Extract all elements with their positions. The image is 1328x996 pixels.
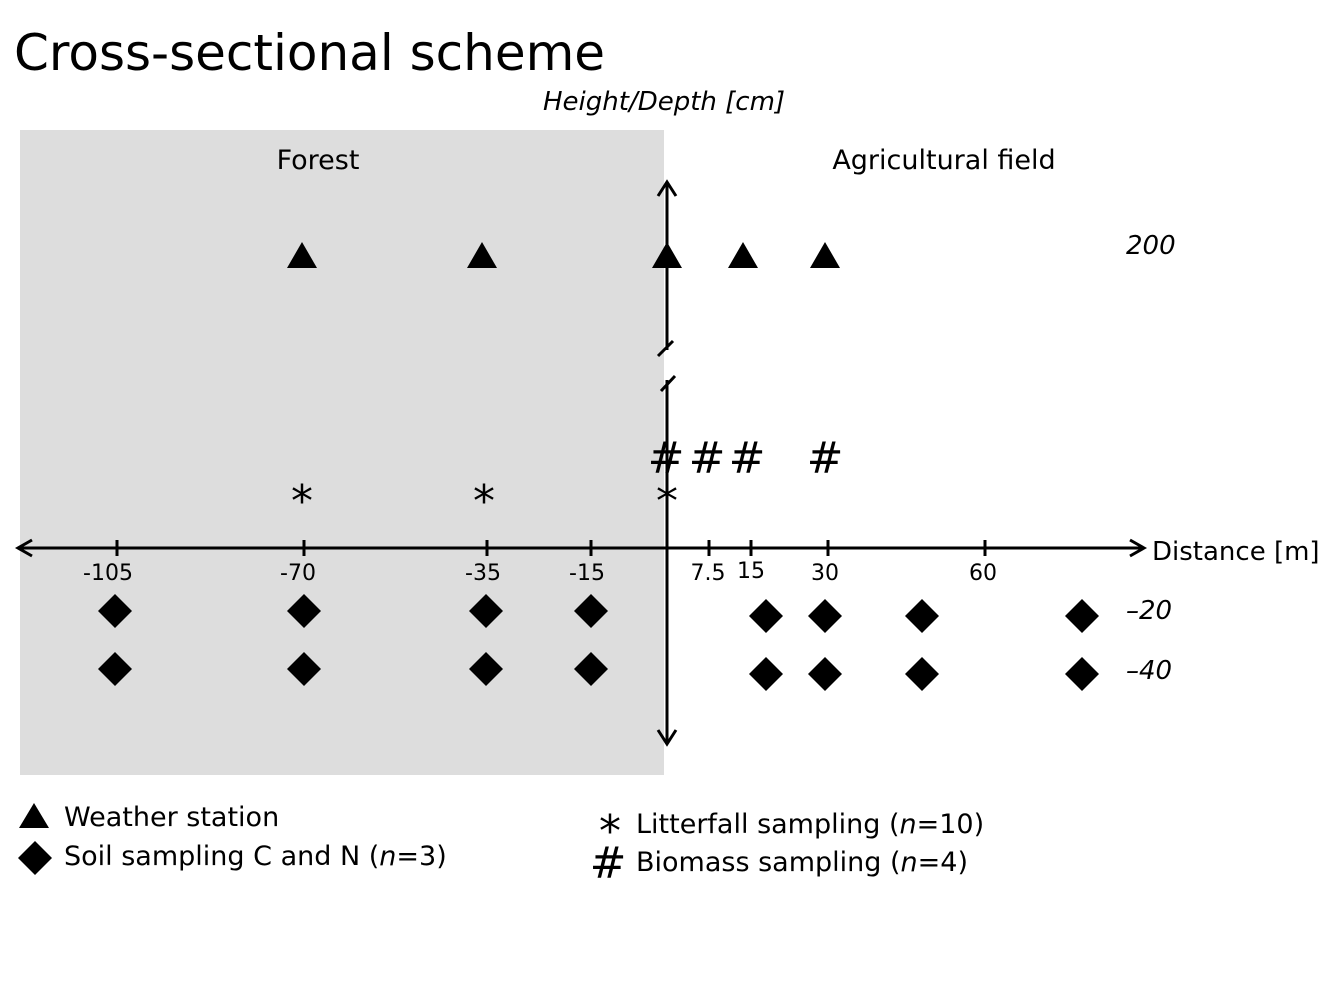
- tick-label: 7.5: [691, 561, 726, 586]
- diamond-icon: [808, 599, 842, 633]
- asterisk-icon: *: [473, 476, 495, 527]
- legend-litterfall-sampling: Litterfall sampling (n=10): [636, 809, 984, 840]
- depth-40-label: –40: [1126, 656, 1172, 686]
- triangle-icon: [728, 242, 758, 268]
- hash-icon: #: [590, 838, 627, 889]
- legend-biomass-sampling: Biomass sampling (n=4): [636, 847, 968, 878]
- asterisk-icon: *: [599, 806, 621, 857]
- diamond-icon: [749, 657, 783, 691]
- triangle-icon: [810, 242, 840, 268]
- tick-label: -35: [465, 561, 501, 586]
- tick-label: 60: [969, 561, 997, 586]
- soil-samples-40cm: [98, 652, 1099, 691]
- biomass-markers: # # # #: [648, 433, 844, 484]
- height-200-label: 200: [1126, 231, 1176, 261]
- tick-label: 15: [737, 559, 765, 584]
- hash-icon: #: [648, 433, 685, 484]
- distance-axis: [14, 538, 1148, 558]
- triangle-icon: [287, 242, 317, 268]
- soil-samples-20cm: [98, 594, 1099, 633]
- agricultural-field-label: Agricultural field: [832, 145, 1055, 176]
- forest-label: Forest: [277, 145, 360, 176]
- vertical-axis-label: Height/Depth [cm]: [543, 87, 785, 117]
- diamond-icon: [1065, 599, 1099, 633]
- hash-icon: #: [689, 433, 726, 484]
- diamond-icon: [808, 657, 842, 691]
- hash-icon: #: [807, 433, 844, 484]
- distance-axis-label: Distance [m]: [1152, 537, 1320, 567]
- tick-label: -70: [280, 561, 316, 586]
- legend-weather-station: Weather station: [64, 802, 279, 833]
- depth-20-label: –20: [1126, 596, 1172, 626]
- legend-soil-sampling: Soil sampling C and N (n=3): [64, 841, 447, 872]
- distance-ticks: [115, 540, 987, 556]
- diamond-icon: [905, 599, 939, 633]
- legend: Weather station Soil sampling C and N (n…: [18, 802, 984, 889]
- diamond-icon: [749, 599, 783, 633]
- hash-icon: #: [729, 433, 766, 484]
- asterisk-icon: *: [291, 476, 313, 527]
- triangle-icon: [467, 242, 497, 268]
- diamond-icon: [287, 594, 321, 628]
- diamond-icon: [1065, 657, 1099, 691]
- diamond-icon: [287, 652, 321, 686]
- diamond-icon: [469, 594, 503, 628]
- diamond-icon: [905, 657, 939, 691]
- diamond-icon: [574, 594, 608, 628]
- weather-stations: [287, 242, 840, 268]
- litterfall-markers: * * *: [291, 476, 678, 527]
- tick-label: 30: [811, 561, 839, 586]
- asterisk-icon: *: [656, 476, 678, 527]
- diamond-icon: [98, 594, 132, 628]
- triangle-icon: [19, 803, 49, 828]
- triangle-icon: [652, 242, 682, 268]
- diamond-icon: [18, 841, 52, 875]
- diamond-icon: [574, 652, 608, 686]
- tick-label: -105: [83, 561, 133, 586]
- tick-label: -15: [569, 561, 605, 586]
- diamond-icon: [469, 652, 503, 686]
- diagram-title: Cross-sectional scheme: [14, 24, 605, 82]
- diamond-icon: [98, 652, 132, 686]
